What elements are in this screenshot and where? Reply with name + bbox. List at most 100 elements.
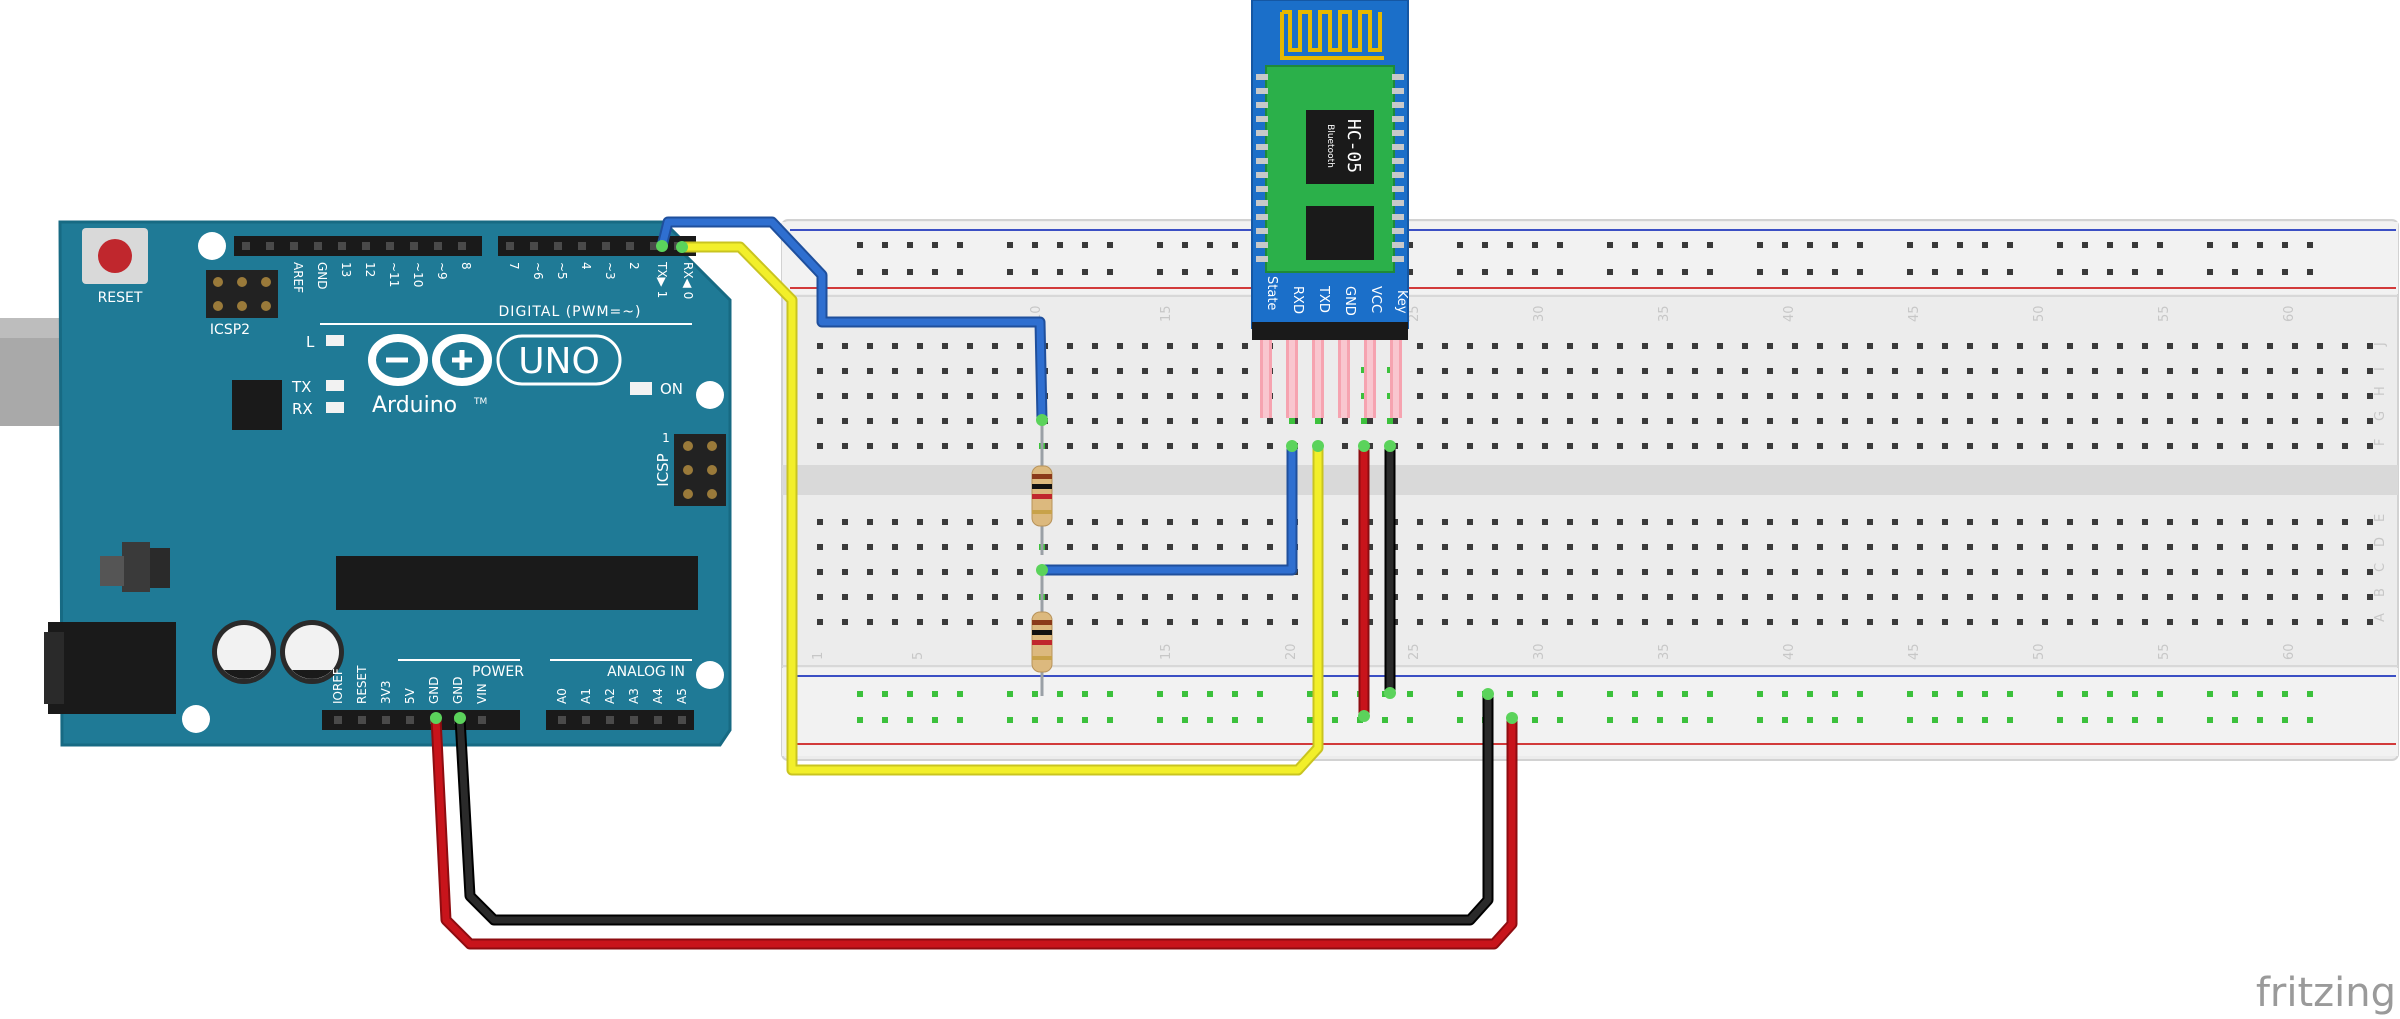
rail-hole: [1032, 269, 1038, 275]
breadboard-hole: [2042, 393, 2048, 399]
breadboard-hole: [1267, 619, 1273, 625]
power-pin-label: IOREF: [331, 668, 345, 704]
rail-hole: [1982, 269, 1988, 275]
col-number: 55: [2157, 643, 2172, 660]
reset-button-cap[interactable]: [98, 239, 132, 273]
breadboard-hole: [942, 619, 948, 625]
breadboard-hole: [2192, 393, 2198, 399]
rail-hole: [2007, 269, 2013, 275]
breadboard-hole: [1342, 569, 1348, 575]
breadboard-hole: [2267, 594, 2273, 600]
breadboard-hole: [1942, 544, 1948, 550]
rail-hole-active: [1307, 717, 1313, 723]
castellation-pad: [1392, 186, 1404, 192]
breadboard-hole: [1667, 418, 1673, 424]
breadboard-hole: [2367, 343, 2373, 349]
rail-hole: [1557, 269, 1563, 275]
breadboard-hole: [1917, 343, 1923, 349]
col-number: 30: [1532, 305, 1547, 322]
breadboard-hole: [1142, 544, 1148, 550]
header-pin: [478, 716, 486, 724]
breadboard-hole: [1217, 393, 1223, 399]
col-number: 45: [1907, 643, 1922, 660]
breadboard-hole: [2317, 594, 2323, 600]
breadboard-hole: [2167, 393, 2173, 399]
breadboard-hole: [1217, 619, 1223, 625]
breadboard-hole: [2317, 619, 2323, 625]
breadboard-hole: [2167, 619, 2173, 625]
breadboard-hole: [1617, 519, 1623, 525]
rail-hole-active: [1057, 691, 1063, 697]
rail-hole: [1182, 242, 1188, 248]
connection-point: [676, 241, 688, 253]
breadboard-hole: [2192, 519, 2198, 525]
row-letters: J I H G F E D C B A: [2373, 342, 2388, 622]
tx-led-label: TX: [291, 378, 311, 396]
breadboard-hole: [2192, 443, 2198, 449]
castellation-pad: [1392, 74, 1404, 80]
rail-hole-active: [1407, 717, 1413, 723]
breadboard-hole: [1192, 594, 1198, 600]
module-name: HC-05: [1343, 119, 1364, 173]
breadboard-hole: [1667, 594, 1673, 600]
breadboard-hole: [1767, 569, 1773, 575]
breadboard-hole: [1117, 368, 1123, 374]
rail-hole-active: [1457, 717, 1463, 723]
col-number: 50: [2032, 643, 2047, 660]
rail-hole-active: [1007, 717, 1013, 723]
rail-hole: [1957, 269, 1963, 275]
row-letter: A: [2373, 613, 2388, 622]
castellation-pad: [1392, 172, 1404, 178]
breadboard-hole: [1467, 418, 1473, 424]
breadboard-hole: [2092, 619, 2098, 625]
breadboard-hole: [1092, 443, 1098, 449]
rail-hole-active: [1332, 691, 1338, 697]
breadboard-hole: [1967, 594, 1973, 600]
breadboard-hole: [1417, 418, 1423, 424]
breadboard-hole: [1417, 569, 1423, 575]
breadboard-hole: [892, 418, 898, 424]
breadboard-hole: [2367, 368, 2373, 374]
connection-point: [1358, 440, 1370, 452]
breadboard-hole-active: [1315, 418, 1321, 424]
breadboard-hole: [892, 544, 898, 550]
breadboard-hole: [1092, 343, 1098, 349]
rail-hole-active: [2257, 717, 2263, 723]
rail-hole-active: [1057, 717, 1063, 723]
digital-pin-label: ~3: [603, 262, 617, 280]
breadboard-hole: [1567, 619, 1573, 625]
rail-hole-active: [957, 717, 963, 723]
breadboard-hole: [867, 594, 873, 600]
breadboard-hole: [1017, 368, 1023, 374]
breadboard-hole: [1667, 544, 1673, 550]
breadboard-hole: [1892, 544, 1898, 550]
module-chip-2: [1306, 206, 1374, 260]
rail-hole-active: [1307, 691, 1313, 697]
breadboard-hole: [1517, 418, 1523, 424]
breadboard-hole: [2267, 343, 2273, 349]
row-letter: D: [2373, 537, 2388, 547]
connection-point: [1312, 440, 1324, 452]
breadboard-hole: [1092, 544, 1098, 550]
breadboard-hole: [2242, 418, 2248, 424]
breadboard-hole: [1692, 393, 1698, 399]
breadboard-hole: [1492, 519, 1498, 525]
rail-hole-active: [857, 717, 863, 723]
breadboard-hole: [942, 443, 948, 449]
rail-hole-active: [2282, 691, 2288, 697]
castellation-pad: [1256, 158, 1268, 164]
breadboard-hole: [1392, 418, 1398, 424]
breadboard-hole: [1017, 343, 1023, 349]
breadboard-hole: [1717, 544, 1723, 550]
breadboard-hole: [1567, 544, 1573, 550]
l-led: [326, 335, 344, 346]
breadboard-hole: [2117, 443, 2123, 449]
breadboard-hole: [2192, 368, 2198, 374]
breadboard-hole: [842, 443, 848, 449]
castellation-pad: [1392, 228, 1404, 234]
rail-hole-active: [932, 691, 938, 697]
breadboard-hole: [2217, 343, 2223, 349]
breadboard-hole: [892, 569, 898, 575]
rail-hole-active: [882, 691, 888, 697]
breadboard-hole: [817, 569, 823, 575]
